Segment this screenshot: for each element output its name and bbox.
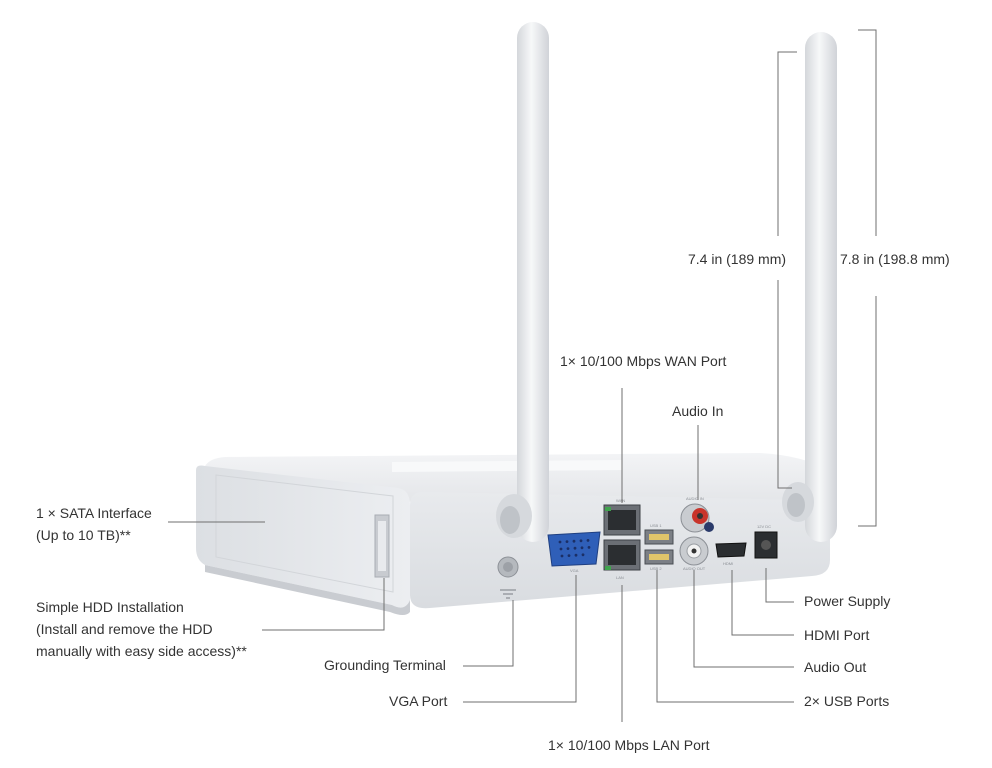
- hdmi-connector: [715, 542, 747, 558]
- vga-label: VGA Port: [389, 693, 448, 709]
- antenna-height-label: 7.4 in (189 mm): [688, 251, 787, 267]
- lan-port: [603, 539, 641, 571]
- wan-port-label: 1× 10/100 Mbps WAN Port: [560, 353, 727, 369]
- device-side-face: [196, 465, 410, 608]
- marking-hdmi: HDMI: [723, 561, 733, 566]
- audio-out-jack: [679, 536, 709, 566]
- dc-jack: [754, 531, 778, 559]
- sata-label-line2: (Up to 10 TB)**: [36, 527, 131, 543]
- audio-in-label: Audio In: [672, 403, 724, 419]
- usb-label: 2× USB Ports: [804, 693, 890, 709]
- audio-in-jack: [680, 503, 714, 533]
- hdd-label-line1: Simple HDD Installation: [36, 599, 184, 615]
- hdd-label-line2: (Install and remove the HDD: [36, 621, 213, 637]
- marking-wan: WAN: [616, 498, 625, 503]
- grounding-label: Grounding Terminal: [324, 657, 446, 673]
- power-label: Power Supply: [804, 593, 891, 609]
- wan-port: [603, 504, 641, 536]
- usb-ports: [644, 529, 674, 565]
- marking-usb1: USB 1: [650, 523, 662, 528]
- audio-out-label: Audio Out: [804, 659, 867, 675]
- lan-port-label: 1× 10/100 Mbps LAN Port: [548, 737, 710, 753]
- sata-label-line1: 1 × SATA Interface: [36, 505, 152, 521]
- marking-usb2: USB 2: [650, 566, 662, 571]
- hdmi-label: HDMI Port: [804, 627, 870, 643]
- marking-lan: LAN: [616, 575, 624, 580]
- marking-audio-in: AUDIO IN: [686, 496, 704, 501]
- left-antenna: [496, 22, 549, 542]
- marking-dc: 12V DC: [757, 524, 771, 529]
- leader-lines: [168, 29, 877, 722]
- marking-audio-out: AUDIO OUT: [683, 566, 706, 571]
- grounding-screw: [497, 556, 519, 599]
- vga-connector: [547, 531, 601, 567]
- right-antenna: [782, 32, 837, 542]
- total-height-label: 7.8 in (198.8 mm): [840, 251, 950, 267]
- hdd-label-line3: manually with easy side access)**: [36, 643, 247, 659]
- marking-vga: VGA: [570, 568, 579, 573]
